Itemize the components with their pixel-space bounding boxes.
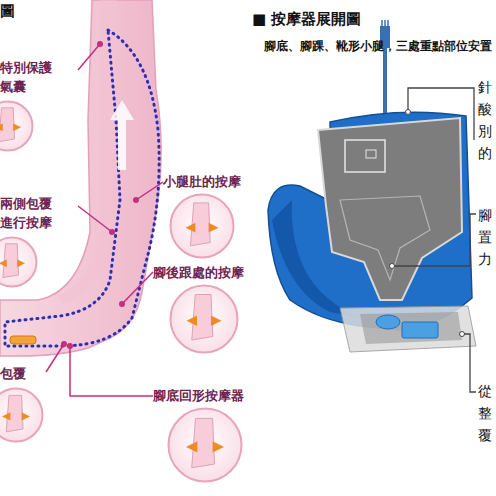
leg-shin — [60, 0, 112, 300]
callout-circle — [0, 389, 43, 442]
massage-zone-outline — [5, 30, 159, 346]
callout-bubble: 腳底回形按摩器 — [153, 386, 261, 483]
callout-circle — [171, 195, 234, 258]
callout-circle — [167, 407, 243, 483]
callout-circle — [0, 236, 38, 288]
gray-pad — [318, 118, 462, 300]
diagram-title: ■ 按摩器展開圖 — [252, 10, 361, 29]
pressure-arrow — [186, 441, 224, 452]
sole-device — [402, 322, 438, 338]
partial-title: 圖 — [0, 2, 15, 20]
callout-circle — [0, 102, 33, 151]
leader-dots — [390, 110, 465, 337]
callout-circle — [0, 238, 37, 287]
callout-bubble: 特別保護 氣囊 — [0, 58, 80, 152]
pressure-arrow — [0, 259, 25, 267]
sole-plate — [10, 336, 36, 344]
callout-heading: 腳後跟處的按摩 — [153, 263, 257, 282]
blue-cushion — [268, 112, 472, 330]
callout-bubble: 腳後跟處的按摩 — [153, 263, 257, 354]
callout-text: 腳 置 力 — [478, 204, 496, 270]
leg-boot — [0, 0, 161, 356]
pressure-arrow — [2, 412, 30, 420]
callout-heading: 特別保護 氣囊 — [0, 58, 80, 96]
callout-circle — [169, 409, 242, 482]
cable — [380, 20, 390, 118]
callout-circle — [0, 100, 34, 152]
callout-heading: 兩側包覆 進行按摩 — [0, 194, 80, 232]
flow-arrow — [110, 100, 134, 170]
callout-text: 從 整 覆 — [478, 380, 496, 446]
leader-dots — [61, 41, 139, 349]
pressure-arrow — [0, 123, 21, 131]
callout-heading: 包覆 — [0, 364, 50, 383]
pad-window — [345, 140, 385, 172]
callout-circle — [171, 286, 238, 353]
leader-lines — [46, 44, 163, 396]
sole-plate — [360, 312, 462, 344]
callout-circle — [169, 193, 235, 259]
callout-circle — [169, 284, 239, 354]
pad-window — [366, 150, 376, 158]
sole-device — [376, 315, 400, 329]
callout-bubble: 小腿肚的按摩 — [163, 172, 253, 259]
callout-heading: 腳底回形按摩器 — [153, 386, 261, 405]
pad-seam — [340, 196, 430, 280]
pressure-arrow — [186, 223, 219, 233]
callout-circle — [0, 387, 44, 443]
pressure-arrow — [187, 316, 222, 327]
callout-text: 針 酸 別 的 — [478, 76, 496, 164]
callout-heading: 小腿肚的按摩 — [163, 172, 253, 191]
sole-sheet — [340, 306, 476, 352]
subtitle: 腳底、腳踝、靴形小腿，三處重點部位安置 — [264, 38, 492, 54]
leader-lines — [392, 88, 476, 392]
callout-bubble: 兩側包覆 進行按摩 — [0, 194, 80, 288]
callout-bubble: 包覆 — [0, 364, 50, 443]
